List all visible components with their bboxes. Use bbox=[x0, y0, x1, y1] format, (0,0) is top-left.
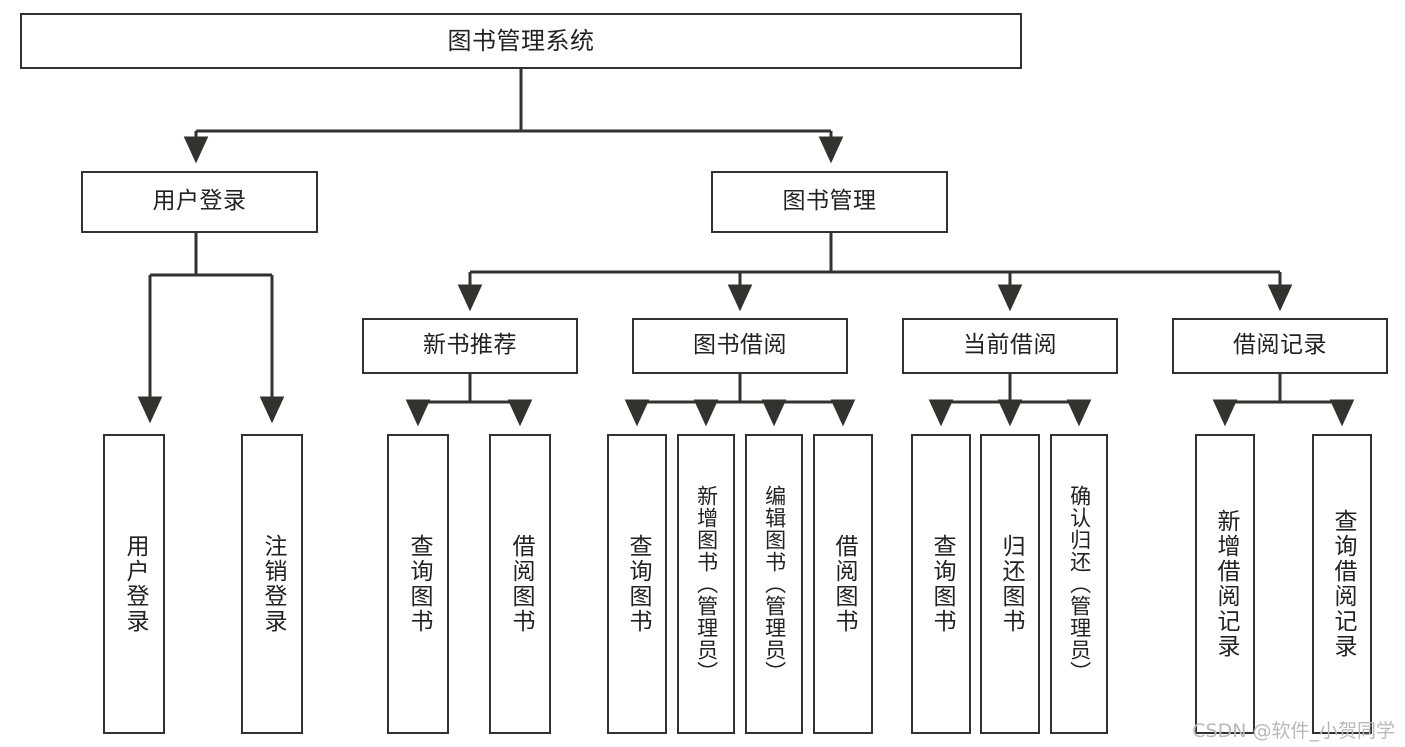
leaf-new-book-borrow-label: 借阅图书 bbox=[507, 534, 534, 634]
leaf-borrow-query-book-label: 查询图书 bbox=[624, 534, 651, 634]
leaf-current-query-book-label: 查询图书 bbox=[928, 534, 955, 634]
leaf-borrow-add-book-admin[interactable]: 新增图书（管理员） bbox=[677, 434, 735, 734]
leaf-borrow-edit-book-admin-label: 编辑图书（管理员） bbox=[762, 485, 787, 683]
leaf-record-query-record-label: 查询借阅记录 bbox=[1329, 509, 1356, 659]
leaf-user-login-logout-label: 注销登录 bbox=[259, 534, 286, 634]
leaf-record-add-record[interactable]: 新增借阅记录 bbox=[1195, 434, 1255, 734]
node-book-borrow-label: 图书借阅 bbox=[693, 332, 787, 359]
node-new-book-recommend[interactable]: 新书推荐 bbox=[362, 318, 578, 374]
csdn-watermark: CSDN @软件_小贺同学 bbox=[1192, 720, 1395, 742]
node-borrow-record[interactable]: 借阅记录 bbox=[1172, 318, 1388, 374]
leaf-current-query-book[interactable]: 查询图书 bbox=[911, 434, 971, 734]
node-root-book-management-system[interactable]: 图书管理系统 bbox=[20, 13, 1022, 69]
leaf-record-query-record[interactable]: 查询借阅记录 bbox=[1312, 434, 1372, 734]
leaf-user-login-login-label: 用户登录 bbox=[121, 534, 148, 634]
leaf-borrow-borrow-book-label: 借阅图书 bbox=[830, 534, 857, 634]
node-current-borrow[interactable]: 当前借阅 bbox=[902, 318, 1118, 374]
node-book-management-label: 图书管理 bbox=[782, 188, 877, 215]
leaf-current-confirm-return-admin-label: 确认归还（管理员） bbox=[1067, 485, 1092, 683]
leaf-record-add-record-label: 新增借阅记录 bbox=[1212, 509, 1239, 659]
node-book-borrow[interactable]: 图书借阅 bbox=[632, 318, 848, 374]
leaf-user-login-logout[interactable]: 注销登录 bbox=[241, 434, 303, 734]
leaf-borrow-borrow-book[interactable]: 借阅图书 bbox=[813, 434, 873, 734]
node-borrow-record-label: 借阅记录 bbox=[1233, 332, 1327, 359]
node-root-label: 图书管理系统 bbox=[447, 26, 595, 55]
leaf-user-login-login[interactable]: 用户登录 bbox=[103, 434, 165, 734]
leaf-new-book-query-label: 查询图书 bbox=[405, 534, 432, 634]
leaf-borrow-edit-book-admin[interactable]: 编辑图书（管理员） bbox=[745, 434, 803, 734]
node-user-login-label: 用户登录 bbox=[152, 188, 247, 215]
node-book-management[interactable]: 图书管理 bbox=[711, 171, 948, 233]
leaf-borrow-query-book[interactable]: 查询图书 bbox=[607, 434, 667, 734]
node-user-login[interactable]: 用户登录 bbox=[81, 171, 318, 233]
leaf-new-book-borrow[interactable]: 借阅图书 bbox=[489, 434, 551, 734]
leaf-new-book-query[interactable]: 查询图书 bbox=[387, 434, 449, 734]
leaf-borrow-add-book-admin-label: 新增图书（管理员） bbox=[694, 485, 719, 683]
leaf-current-confirm-return-admin[interactable]: 确认归还（管理员） bbox=[1050, 434, 1108, 734]
leaf-current-return-book[interactable]: 归还图书 bbox=[980, 434, 1040, 734]
node-new-book-recommend-label: 新书推荐 bbox=[423, 332, 517, 359]
node-current-borrow-label: 当前借阅 bbox=[963, 332, 1057, 359]
leaf-current-return-book-label: 归还图书 bbox=[997, 534, 1024, 634]
